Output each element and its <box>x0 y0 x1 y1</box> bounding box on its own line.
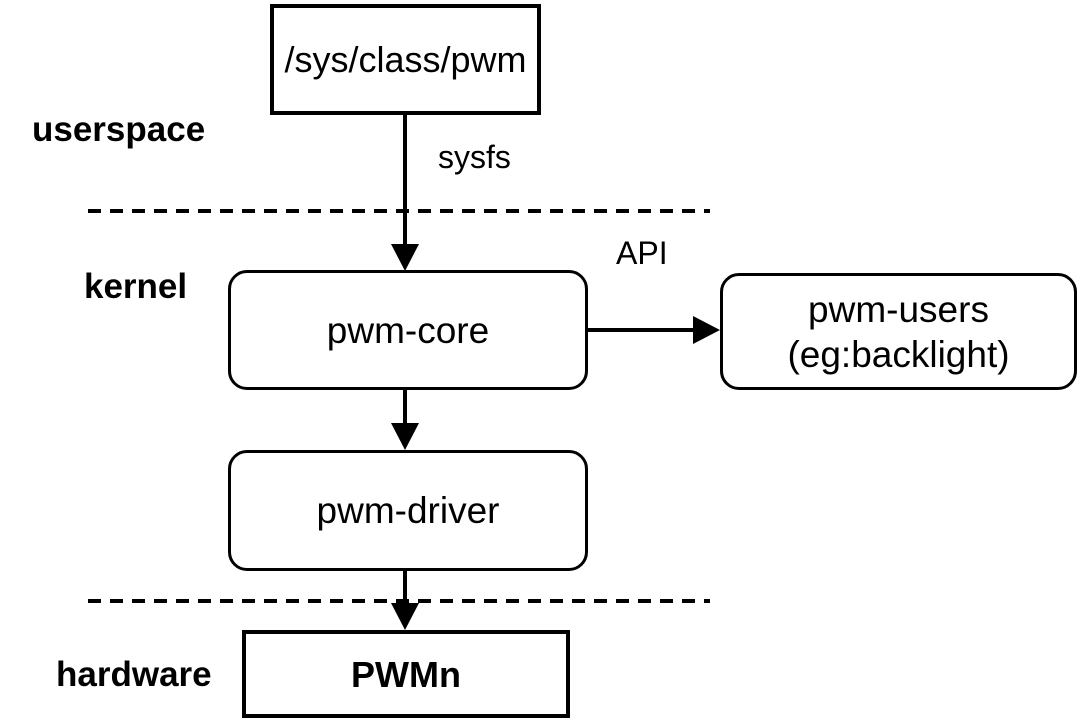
pwm-driver-node-label: pwm-driver <box>316 490 500 531</box>
pwm-core-node-label: pwm-core <box>326 309 490 351</box>
userspace-layer-label: userspace <box>32 110 206 149</box>
pwm-users-node-sublabel: (eg:backlight) <box>787 333 1010 375</box>
sysfs-edge-label: sysfs <box>438 139 511 175</box>
sys-class-pwm-node: /sys/class/pwm <box>270 4 541 115</box>
driver-to-hardware-arrow <box>391 570 419 630</box>
kernel-layer-label: kernel <box>84 267 188 306</box>
sys-class-pwm-node-label: /sys/class/pwm <box>284 39 527 80</box>
pwm-hardware-node-label: PWMn <box>351 653 461 695</box>
pwm-core-node: pwm-core <box>228 270 588 390</box>
hardware-layer-label: hardware <box>56 655 212 694</box>
pwm-driver-node: pwm-driver <box>228 450 588 571</box>
pwm-users-node: pwm-users (eg:backlight) <box>720 273 1077 390</box>
sysfs-arrow <box>391 114 419 271</box>
api-edge-label: API <box>616 235 668 271</box>
core-to-driver-arrow <box>391 390 419 450</box>
pwm-hardware-node: PWMn <box>242 630 570 718</box>
pwm-users-node-label: pwm-users <box>808 288 989 330</box>
api-arrow <box>588 316 720 344</box>
